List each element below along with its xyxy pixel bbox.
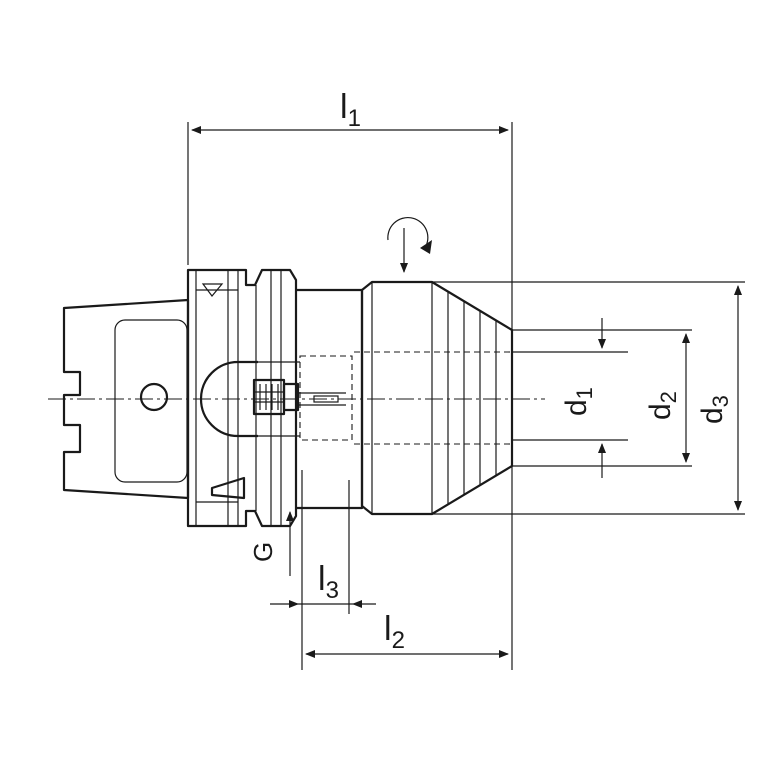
cross-hole <box>139 382 169 412</box>
label-l1: l1 <box>340 88 361 132</box>
adjustment-screw <box>199 360 346 438</box>
neck <box>296 288 364 510</box>
label-d3: d3 <box>696 395 733 424</box>
label-g: G <box>248 542 278 562</box>
label-l3: l3 <box>318 560 339 604</box>
label-l2: l2 <box>384 610 405 654</box>
label-d2: d2 <box>644 391 681 420</box>
rotation-arrow-icon <box>387 216 432 273</box>
clamping-nut <box>354 280 514 516</box>
flange <box>186 268 298 528</box>
label-d1: d1 <box>560 387 597 416</box>
